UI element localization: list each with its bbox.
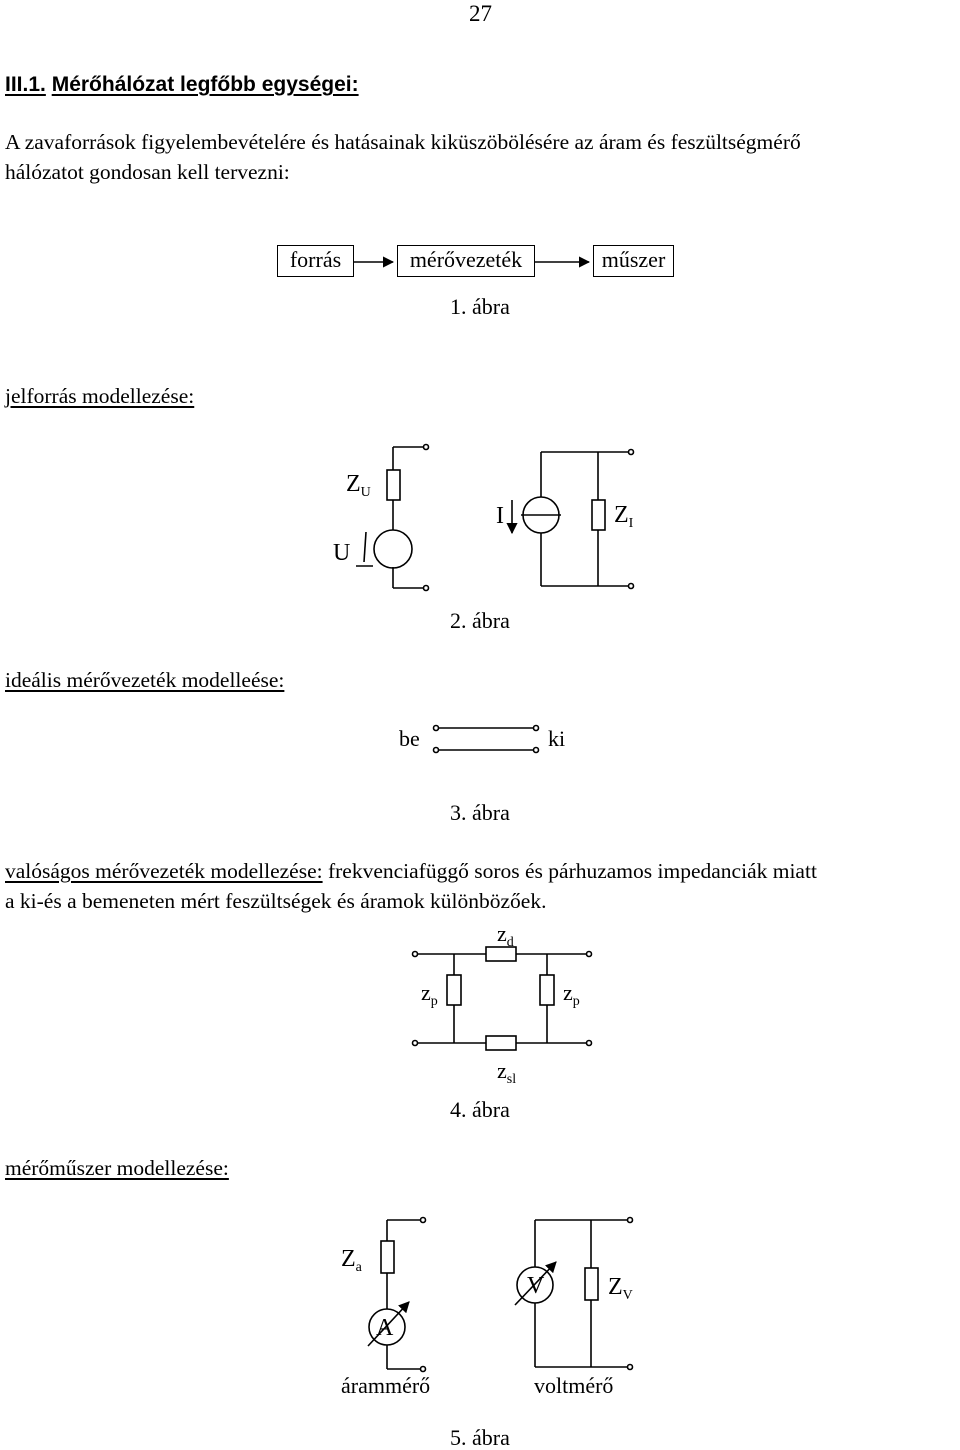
zv-label-main: Z	[608, 1274, 623, 1300]
fig1-caption: 1. ábra	[450, 294, 510, 319]
zv-label: ZV	[608, 1275, 633, 1303]
fig1-box-instrument: műszer	[593, 245, 674, 277]
zi-label: ZI	[614, 503, 633, 531]
page-number: 27	[469, 1, 492, 26]
section-title: Mérőhálózat legfőbb egységei:	[51, 73, 359, 96]
section-heading: III.1. Mérőhálózat legfőbb egységei:	[5, 74, 359, 95]
voltmeter-symbol: V	[527, 1273, 545, 1299]
zv-resistor	[584, 1267, 599, 1301]
fig3-caption: 3. ábra	[450, 800, 510, 825]
meter-heading: mérőműszer modellezése:	[5, 1156, 229, 1180]
ammeter-label: árammérő	[341, 1373, 431, 1398]
zd-label: zd	[497, 923, 514, 950]
zd-label-main: z	[497, 921, 507, 946]
i-label: I	[496, 503, 504, 529]
fig3-in-label: be	[399, 726, 420, 751]
fig1-box-source: forrás	[277, 245, 354, 277]
zi-resistor	[591, 499, 606, 531]
za-label: Za	[341, 1247, 362, 1275]
current-source-model	[506, 448, 635, 590]
intro-line-2: hálózatot gondosan kell tervezni:	[5, 160, 290, 184]
voltmeter-label: voltmérő	[534, 1373, 614, 1398]
ammeter-model	[367, 1216, 427, 1373]
fig4-caption: 4. ábra	[450, 1097, 510, 1122]
zi-label-main: Z	[614, 502, 629, 528]
zp-left-label: zp	[421, 982, 438, 1009]
zp-right-label-sub: p	[572, 994, 580, 1009]
ideal-lead-drawing	[432, 724, 540, 754]
fig2-caption: 2. ábra	[450, 608, 510, 633]
fig3-out-label: ki	[548, 726, 566, 751]
zi-label-sub: I	[628, 516, 634, 531]
fig1-box-lead: mérővezeték	[397, 245, 535, 277]
zsl-label: zsl	[497, 1060, 516, 1087]
za-label-sub: a	[355, 1260, 362, 1275]
zsl-resistor	[485, 1035, 517, 1051]
voltage-source-icon	[373, 529, 413, 569]
zsl-label-sub: sl	[506, 1072, 517, 1087]
zp-right-resistor	[539, 974, 555, 1006]
zu-resistor	[386, 469, 401, 501]
zu-label: ZU	[346, 472, 371, 500]
voltage-source-model	[356, 443, 430, 592]
real-lead-line-2: a ki-és a bemeneten mért feszültségek és…	[5, 889, 547, 913]
zp-right-label-main: z	[563, 980, 573, 1005]
ideal-lead-heading: ideális mérővezeték modelleése:	[5, 668, 285, 692]
zp-left-label-sub: p	[430, 994, 438, 1009]
zd-label-sub: d	[506, 935, 514, 950]
za-resistor	[380, 1240, 395, 1274]
zsl-label-main: z	[497, 1058, 507, 1083]
signal-source-heading: jelforrás modellezése:	[5, 384, 195, 408]
fig5-caption: 5. ábra	[450, 1425, 510, 1450]
zp-left-resistor	[446, 974, 462, 1006]
intro-line-1: A zavaforrások figyelembevételére és hat…	[5, 130, 801, 154]
section-number: III.1.	[5, 73, 46, 96]
za-label-main: Z	[341, 1246, 356, 1272]
zp-left-label-main: z	[421, 980, 431, 1005]
real-lead-network	[411, 946, 593, 1051]
zu-label-main: Z	[346, 471, 361, 497]
real-lead-heading: valóságos mérővezeték modellezése:	[5, 859, 323, 883]
real-lead-line-1: valóságos mérővezeték modellezése: frekv…	[5, 859, 817, 883]
real-lead-text: frekvenciafüggő soros és párhuzamos impe…	[322, 859, 817, 883]
ammeter-symbol: A	[376, 1315, 394, 1341]
zu-label-sub: U	[360, 485, 371, 500]
u-label: U	[333, 540, 351, 566]
zv-label-sub: V	[622, 1288, 633, 1303]
voltmeter-model	[514, 1216, 634, 1371]
zp-right-label: zp	[563, 982, 580, 1009]
